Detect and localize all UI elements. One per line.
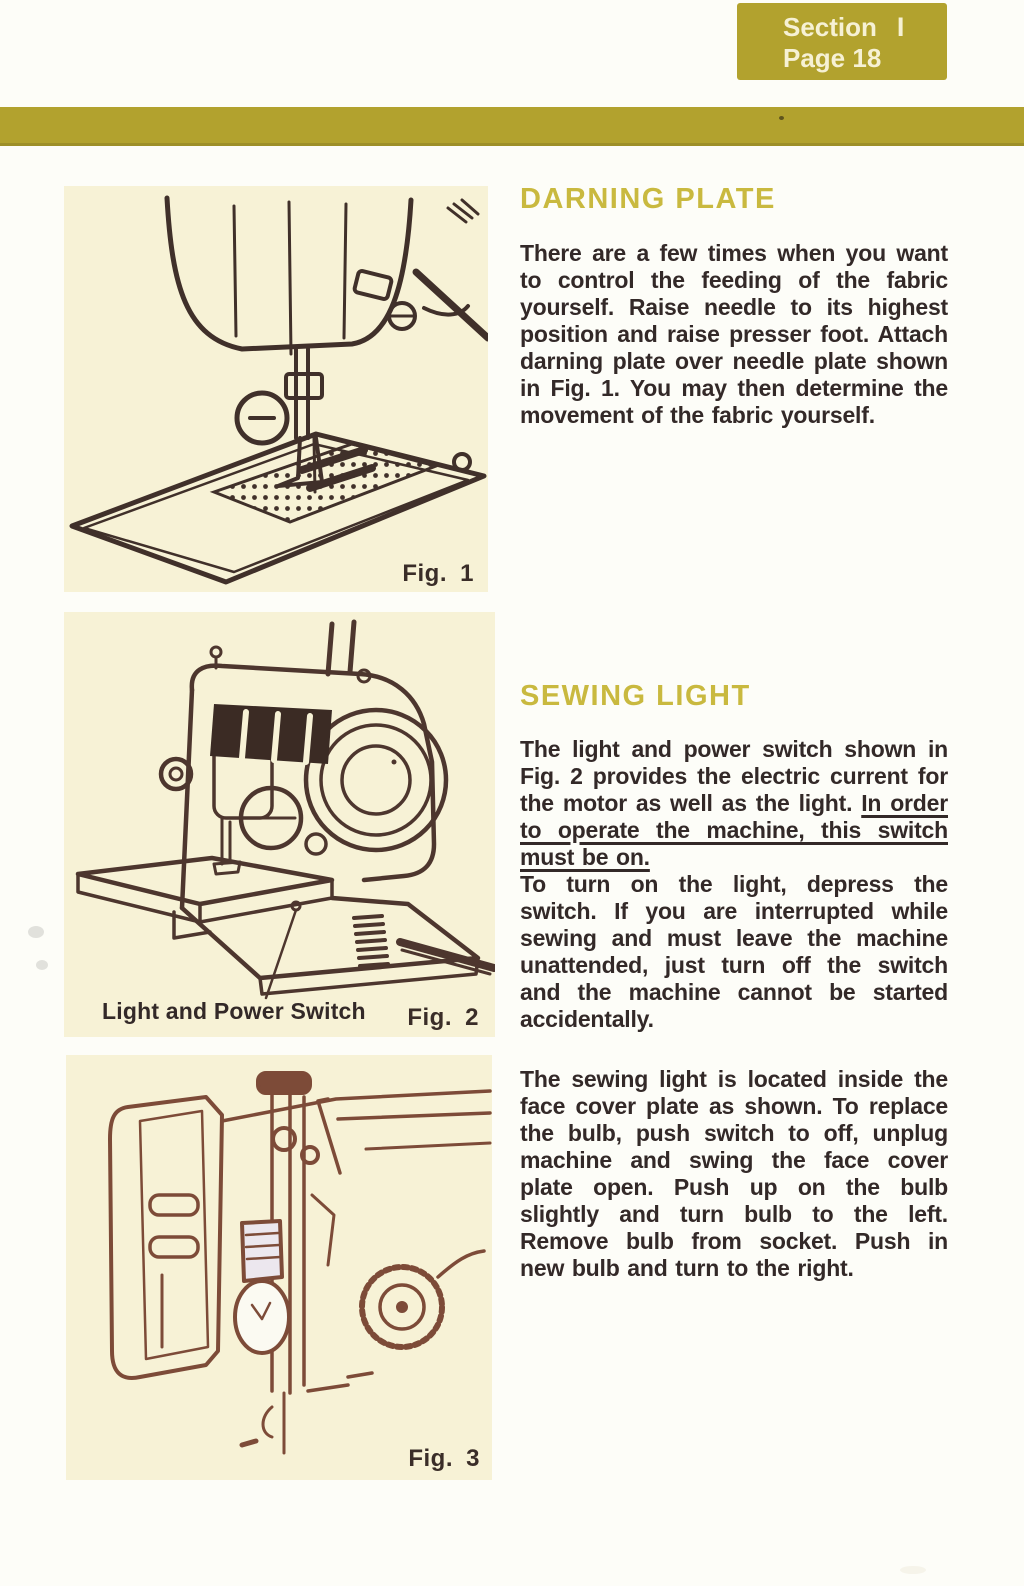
underlined-warning-text: In order to operate the machine, this sw… [520,790,948,870]
figure-2-switch-label: Light and Power Switch [102,998,366,1024]
scan-smudge [36,960,48,970]
darning-plate-paragraph: There are a few times when you want to c… [520,240,948,428]
section-label: Section I [783,12,947,43]
figure-1-caption: Fig. 1 [402,560,474,587]
top-divider-bar [0,107,1024,146]
page-number-label: Page 18 [783,43,882,73]
sewing-light-paragraph-2: The sewing light is located inside the f… [520,1066,948,1281]
figure-1-panel: Fig. 1 [64,186,488,592]
figure-2-illustration-sewing-machine [75,619,495,1000]
section-word: Section [783,12,877,42]
sewing-light-paragraph-1-text: The light and power switch shown in Fig.… [520,736,948,816]
figure-3-illustration-face-cover-and-bulb [108,1071,492,1455]
sewing-light-paragraph-1-continued: To turn on the light, depress the switch… [520,871,948,1032]
figure-3-caption: Fig. 3 [408,1445,480,1472]
figure-3-panel: Fig. 3 [66,1055,492,1480]
scan-smudge [28,926,44,938]
section-numeral: I [896,12,905,42]
section-heading-darning-plate: DARNING PLATE [520,183,776,215]
section-heading-sewing-light: SEWING LIGHT [520,680,751,712]
figure-2-caption: Fig. 2 [407,1004,479,1031]
figure-2-panel: Light and Power Switch Fig. 2 [64,612,495,1037]
sewing-light-paragraph-1: The light and power switch shown in Fig.… [520,736,948,1033]
figure-1-illustration-needle-plate-darning-plate [69,195,488,585]
scan-smudge [900,1566,926,1574]
section-page-box: Section I Page 18 [737,3,947,80]
print-speck [779,116,784,120]
